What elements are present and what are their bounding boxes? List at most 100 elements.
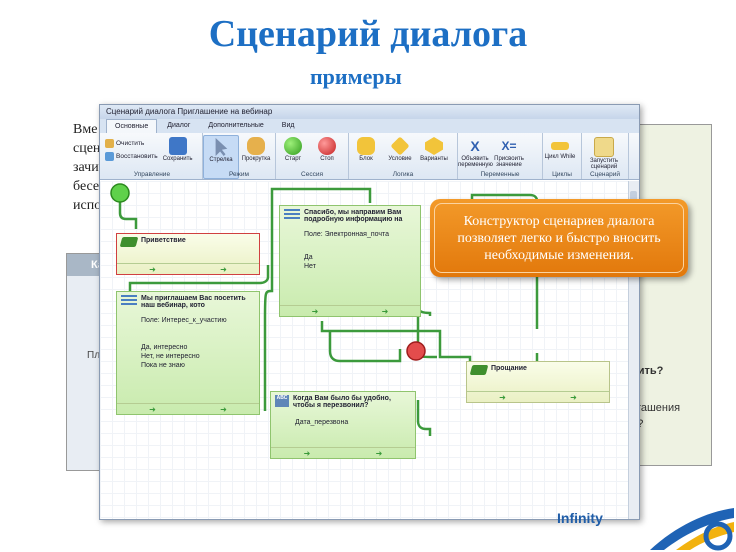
slide-title: Сценарий диалога	[208, 13, 528, 55]
node-farewell[interactable]: Прощание ➜➜	[466, 361, 610, 403]
stop-node-icon	[406, 341, 426, 361]
tab-view[interactable]: Вид	[273, 119, 303, 133]
variable-x-icon: X	[470, 138, 480, 154]
slide-subtitle: примеры	[310, 64, 402, 89]
group-mode: Стрелка Прокрутка Режим	[203, 133, 276, 179]
restore-icon	[105, 152, 114, 161]
group-label: Циклы	[552, 171, 572, 178]
tab-main[interactable]: Основные	[106, 119, 158, 133]
port-arrow-icon[interactable]: ➜	[570, 392, 577, 402]
group-label: Сценарий	[589, 171, 621, 178]
group-management: Очистить Восстановить Сохранить Управлен…	[102, 133, 203, 179]
clear-icon	[105, 139, 114, 148]
assign-x-equals-icon: X=	[501, 139, 517, 153]
ribbon-tabs: Основные Диалог Дополнительные Вид	[100, 119, 639, 133]
save-button[interactable]: Сохранить	[161, 135, 195, 179]
start-node-icon	[110, 183, 130, 203]
restore-button[interactable]: Восстановить	[102, 150, 161, 163]
ribbon: Очистить Восстановить Сохранить Управлен…	[100, 133, 639, 180]
start-button[interactable]: Старт	[276, 135, 310, 179]
port-arrow-icon[interactable]: ➜	[220, 404, 227, 414]
run-scenario-button[interactable]: Запустить сценарий	[582, 135, 626, 179]
clear-button[interactable]: Очистить	[102, 137, 161, 150]
node-ports: ➜➜	[280, 305, 420, 316]
block-node-icon	[469, 365, 489, 375]
node-invite[interactable]: Мы приглашаем Вас посетить наш вебинар, …	[116, 291, 260, 415]
background-text-line: испо	[73, 198, 102, 213]
group-label: Логика	[392, 171, 414, 178]
node-ports: ➜➜	[467, 391, 609, 402]
option-yes: Да, интересно	[141, 344, 188, 351]
connector	[128, 265, 270, 291]
connector	[320, 321, 420, 333]
assign-value-button[interactable]: X=Присвоить значение	[494, 139, 524, 168]
port-arrow-icon[interactable]: ➜	[303, 448, 311, 458]
node-field: Поле: Интерес_к_участию	[141, 317, 227, 324]
variants-list-icon	[121, 295, 137, 307]
callout-line: позволяет легко и быстро вносить	[457, 231, 661, 246]
node-greeting[interactable]: Приветствие ➜➜	[116, 233, 260, 275]
port-arrow-icon[interactable]: ➜	[149, 264, 156, 274]
background-text-line: Вме	[73, 122, 98, 137]
loop-icon	[551, 142, 569, 150]
options-hexagon-icon	[425, 137, 443, 155]
while-loop-button[interactable]: Цикл While	[543, 135, 577, 179]
group-session: Старт Стоп Сессия	[276, 133, 349, 179]
connector	[263, 187, 372, 411]
connector	[416, 400, 432, 436]
connector	[328, 331, 402, 363]
background-text-line: зачи	[73, 160, 99, 175]
node-ports: ➜➜	[117, 403, 259, 414]
background-window-label: Пл	[87, 350, 101, 361]
block-button[interactable]: Блок	[349, 135, 383, 179]
port-arrow-icon[interactable]: ➜	[381, 306, 389, 316]
group-loops: Цикл While Циклы	[543, 133, 582, 179]
node-ports: ➜➜	[117, 263, 259, 274]
group-label: Управление	[133, 171, 171, 178]
tab-advanced[interactable]: Дополнительные	[200, 119, 272, 133]
arrow-mode-button[interactable]: Стрелка	[203, 135, 239, 179]
group-logic: Блок Условие Варианты Логика	[349, 133, 458, 179]
port-arrow-icon[interactable]: ➜	[149, 404, 156, 414]
node-ports: ➜➜	[271, 447, 415, 458]
node-field: Поле: Электронная_почта	[304, 231, 390, 238]
infinity-logo: Infinity	[557, 510, 603, 526]
option-unknown: Пока не знаю	[141, 362, 185, 369]
save-icon	[168, 137, 187, 155]
group-label: Сессия	[301, 171, 323, 178]
stop-circle-icon	[318, 137, 336, 155]
option-no: Нет, не интересно	[141, 353, 200, 360]
port-arrow-icon[interactable]: ➜	[499, 392, 506, 402]
variants-list-icon	[284, 209, 300, 221]
group-label: Переменные	[480, 171, 520, 178]
port-arrow-icon[interactable]: ➜	[220, 264, 227, 274]
port-arrow-icon[interactable]: ➜	[311, 306, 319, 316]
scroll-mode-button[interactable]: Прокрутка	[239, 135, 273, 179]
condition-diamond-icon	[390, 136, 410, 156]
node-thanks[interactable]: Спасибо, мы направим Вам подробную инфор…	[279, 205, 421, 317]
callout-line: необходимые изменения.	[484, 248, 634, 263]
group-scenario: Запустить сценарий Сценарий	[582, 133, 629, 179]
date-field-icon: ABC	[275, 395, 289, 407]
background-text-line: бесе	[73, 179, 100, 194]
port-arrow-icon[interactable]: ➜	[375, 448, 383, 458]
tab-dialog[interactable]: Диалог	[159, 119, 199, 133]
options-button[interactable]: Варианты	[417, 135, 451, 179]
option-no: Нет	[304, 263, 316, 270]
condition-button[interactable]: Условие	[383, 135, 417, 179]
option-yes: Да	[304, 254, 313, 261]
stop-button[interactable]: Стоп	[310, 135, 344, 179]
connector	[118, 201, 138, 229]
block-node-icon	[119, 237, 139, 247]
window-title: Сценарий диалога Приглашение на вебинар	[100, 105, 639, 119]
decorative-swoosh	[650, 508, 734, 551]
start-circle-icon	[284, 137, 302, 155]
node-field: Дата_перезвона	[295, 419, 349, 426]
callout-box: Конструктор сценариев диалога позволяет …	[430, 199, 688, 277]
background-text-line: сцен	[73, 141, 101, 156]
callout-line: Конструктор сценариев диалога	[463, 214, 655, 229]
scenario-editor-window: Сценарий диалога Приглашение на вебинар …	[99, 104, 640, 520]
